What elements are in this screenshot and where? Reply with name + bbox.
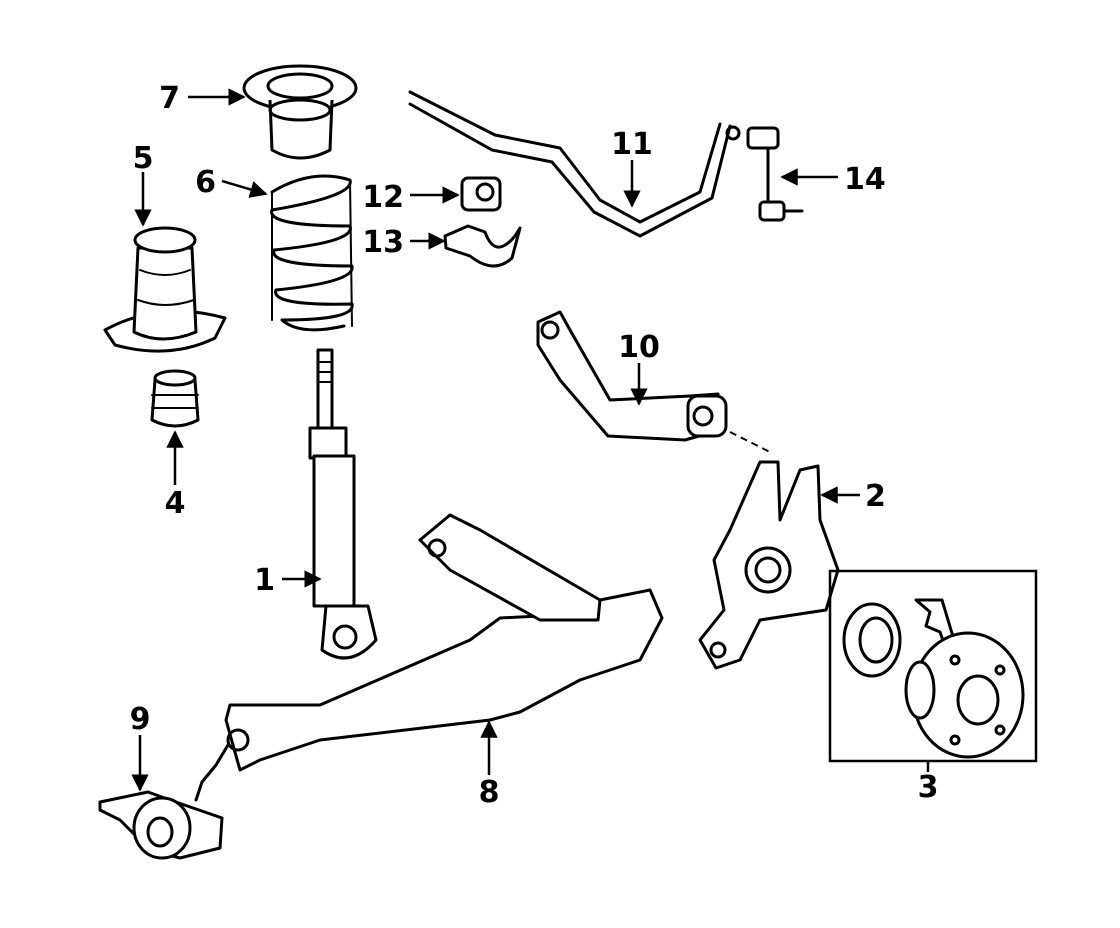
callout-7: 7 bbox=[159, 81, 180, 116]
callout-13: 13 bbox=[362, 225, 404, 260]
bushing-bracket-part bbox=[443, 224, 522, 268]
callout-1: 1 bbox=[254, 563, 275, 598]
callout-6: 6 bbox=[195, 165, 216, 200]
knuckle-part bbox=[698, 460, 840, 670]
callout-14: 14 bbox=[844, 162, 886, 197]
stabilizer-bushing-part bbox=[460, 176, 502, 212]
bump-stop-part bbox=[150, 369, 200, 428]
connector-dash-line bbox=[729, 431, 771, 453]
stabilizer-link-part bbox=[725, 125, 804, 222]
callout-11: 11 bbox=[611, 127, 653, 162]
callout-10: 10 bbox=[618, 330, 660, 365]
callout-2: 2 bbox=[865, 479, 886, 514]
trailing-arm-bushing-part bbox=[98, 790, 224, 860]
callout-5: 5 bbox=[133, 141, 154, 176]
shock-absorber-part bbox=[308, 348, 378, 660]
callout-9: 9 bbox=[130, 702, 151, 737]
upper-spring-seat-part bbox=[242, 64, 358, 160]
coil-spring-part bbox=[270, 174, 354, 332]
leader-line-6 bbox=[221, 179, 268, 198]
upper-control-arm-part bbox=[536, 310, 728, 442]
callout-3: 3 bbox=[918, 770, 939, 805]
dust-boot-part bbox=[103, 226, 227, 353]
callout-8: 8 bbox=[479, 775, 500, 810]
trailing-arm-part bbox=[194, 513, 664, 802]
callout-4: 4 bbox=[165, 486, 186, 521]
hub-bearing-part bbox=[828, 569, 1038, 763]
stabilizer-bar-part bbox=[408, 90, 732, 238]
callout-12: 12 bbox=[362, 180, 404, 215]
